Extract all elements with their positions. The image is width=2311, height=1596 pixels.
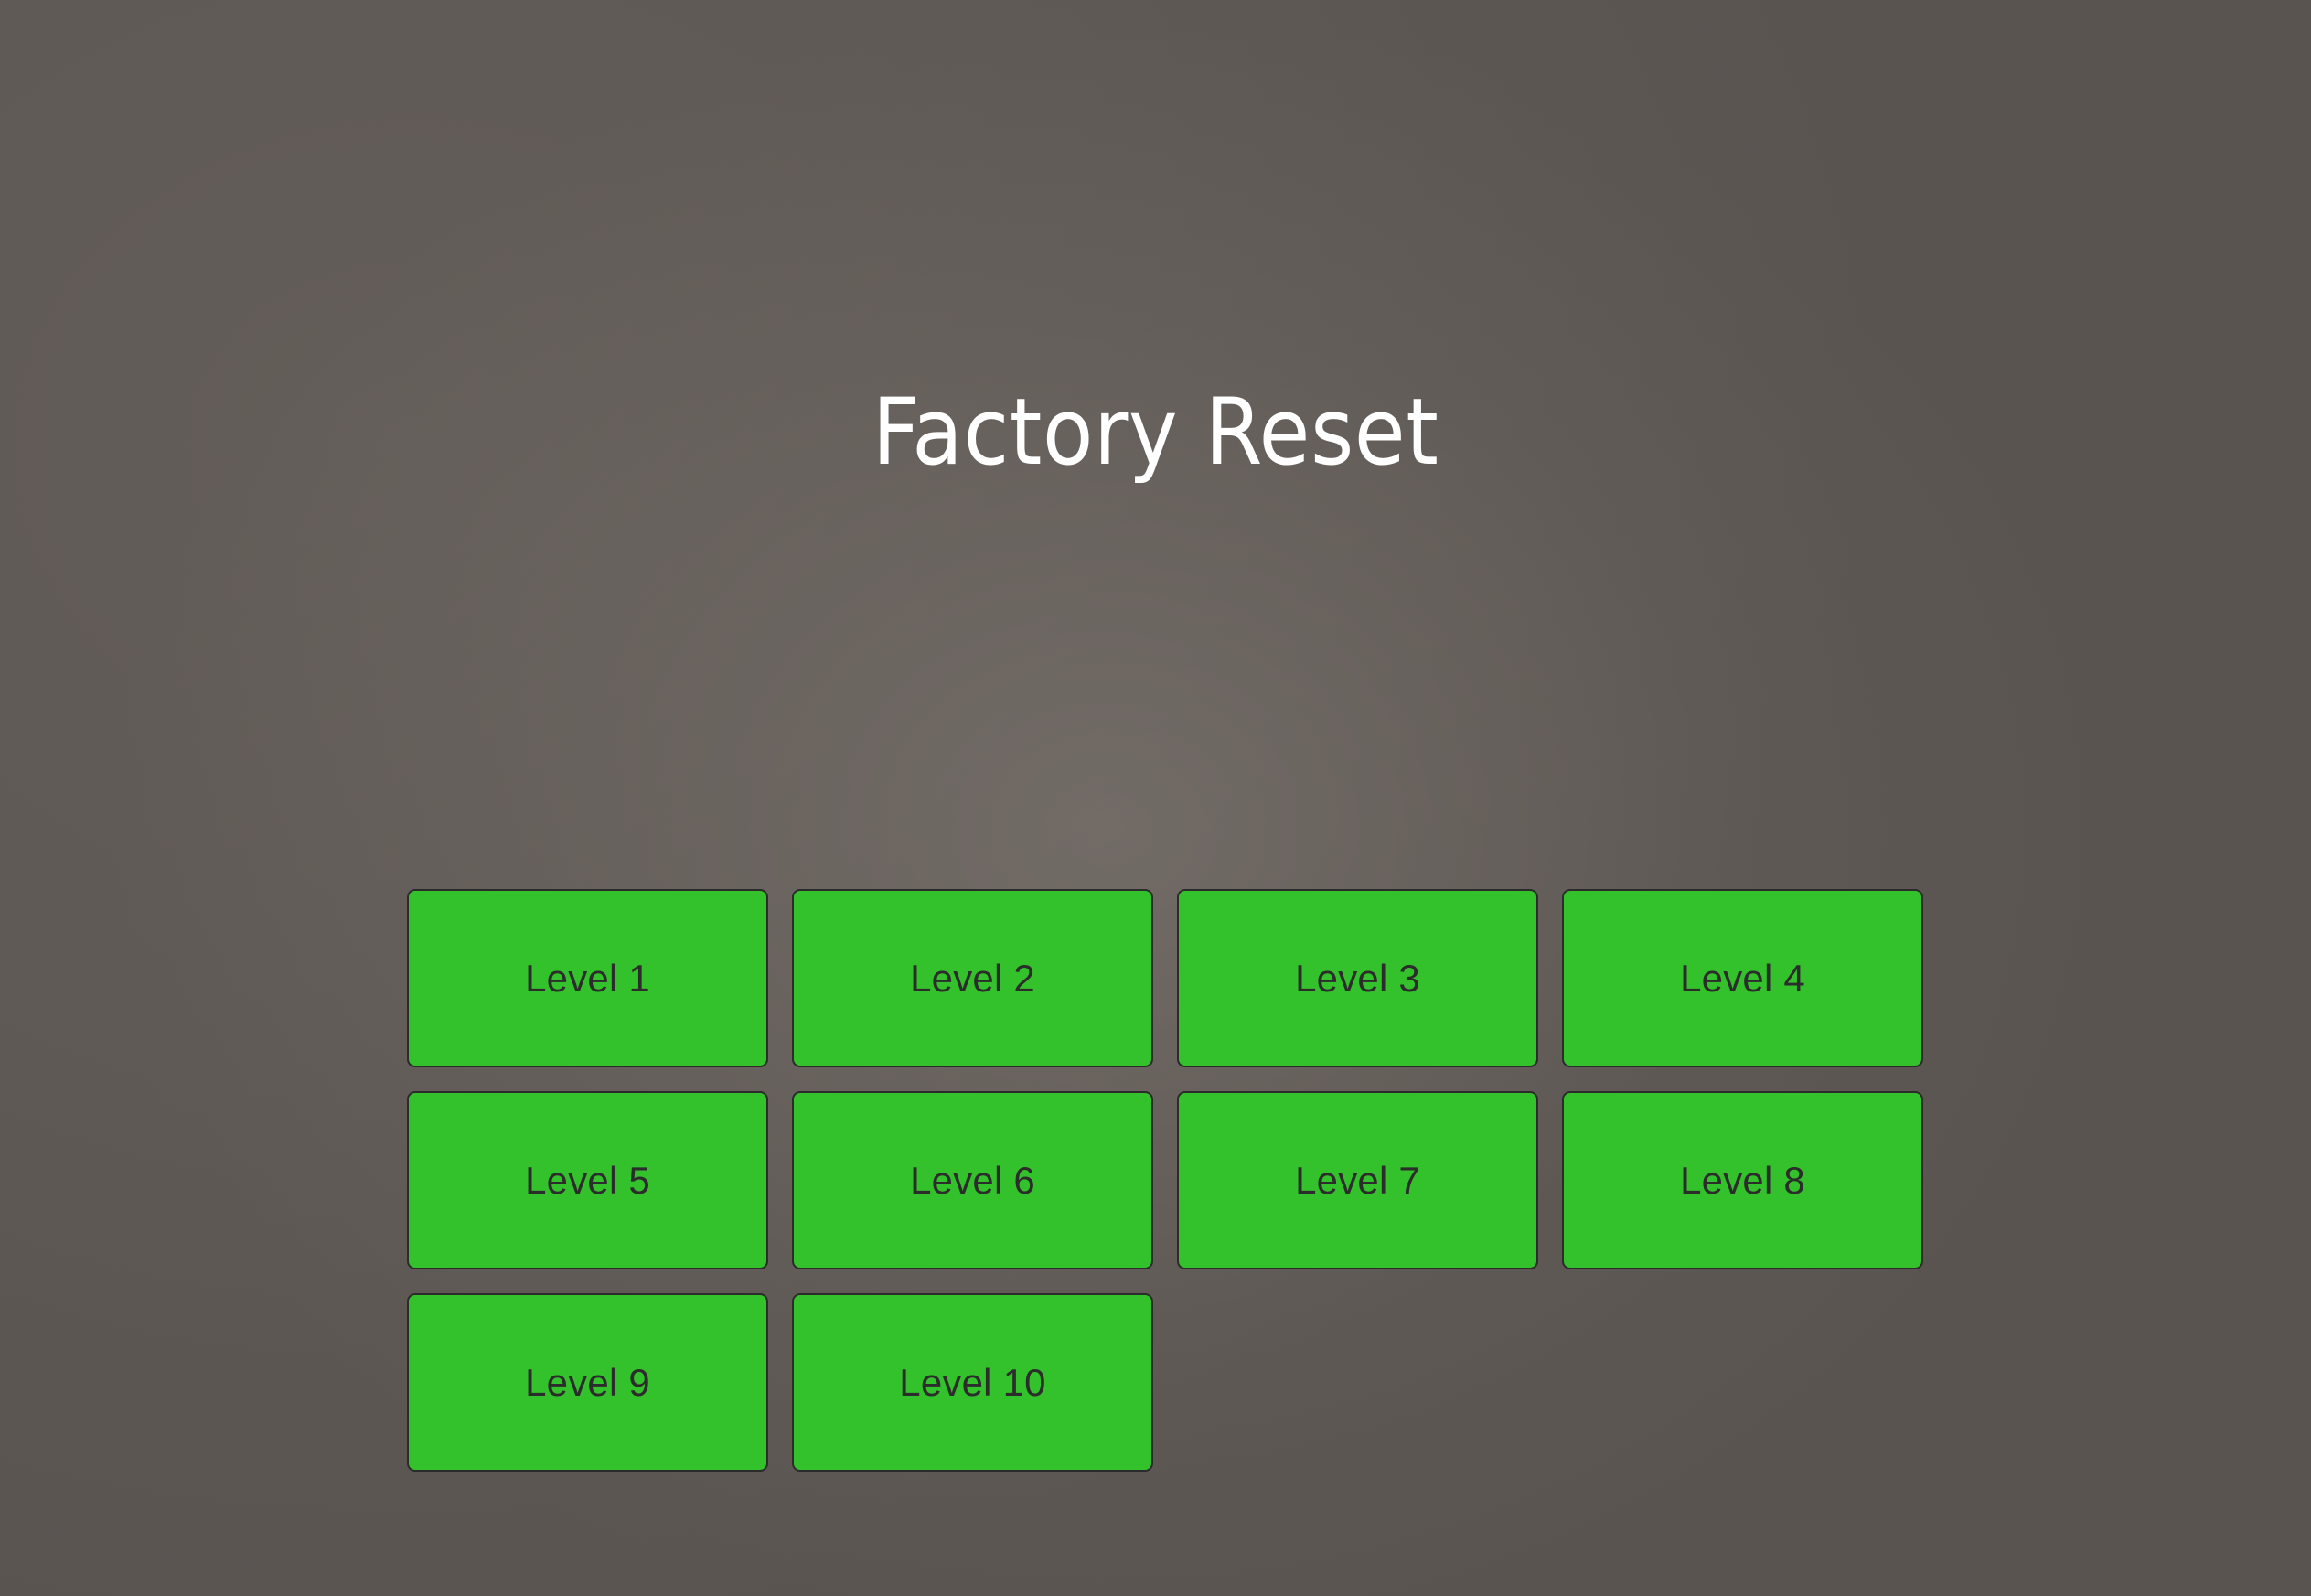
level-button-3[interactable]: Level 3 <box>1177 889 1538 1067</box>
level-button-label: Level 7 <box>1295 1158 1420 1202</box>
level-button-label: Level 10 <box>899 1360 1046 1404</box>
page-title: Factory Reset <box>872 377 1439 486</box>
level-button-1[interactable]: Level 1 <box>407 889 768 1067</box>
level-button-4[interactable]: Level 4 <box>1562 889 1923 1067</box>
level-button-label: Level 5 <box>525 1158 650 1202</box>
level-button-5[interactable]: Level 5 <box>407 1091 768 1269</box>
level-button-8[interactable]: Level 8 <box>1562 1091 1923 1269</box>
level-button-label: Level 9 <box>525 1360 650 1404</box>
level-button-9[interactable]: Level 9 <box>407 1293 768 1472</box>
level-button-2[interactable]: Level 2 <box>792 889 1153 1067</box>
level-button-label: Level 3 <box>1295 956 1420 1000</box>
level-button-7[interactable]: Level 7 <box>1177 1091 1538 1269</box>
level-button-label: Level 4 <box>1680 956 1805 1000</box>
level-grid: Level 1 Level 2 Level 3 Level 4 Level 5 … <box>407 889 1923 1472</box>
level-button-label: Level 1 <box>525 956 650 1000</box>
level-button-label: Level 8 <box>1680 1158 1805 1202</box>
level-button-label: Level 6 <box>910 1158 1035 1202</box>
level-button-6[interactable]: Level 6 <box>792 1091 1153 1269</box>
title-area: Factory Reset <box>872 377 1439 486</box>
level-button-label: Level 2 <box>910 956 1035 1000</box>
level-button-10[interactable]: Level 10 <box>792 1293 1153 1472</box>
